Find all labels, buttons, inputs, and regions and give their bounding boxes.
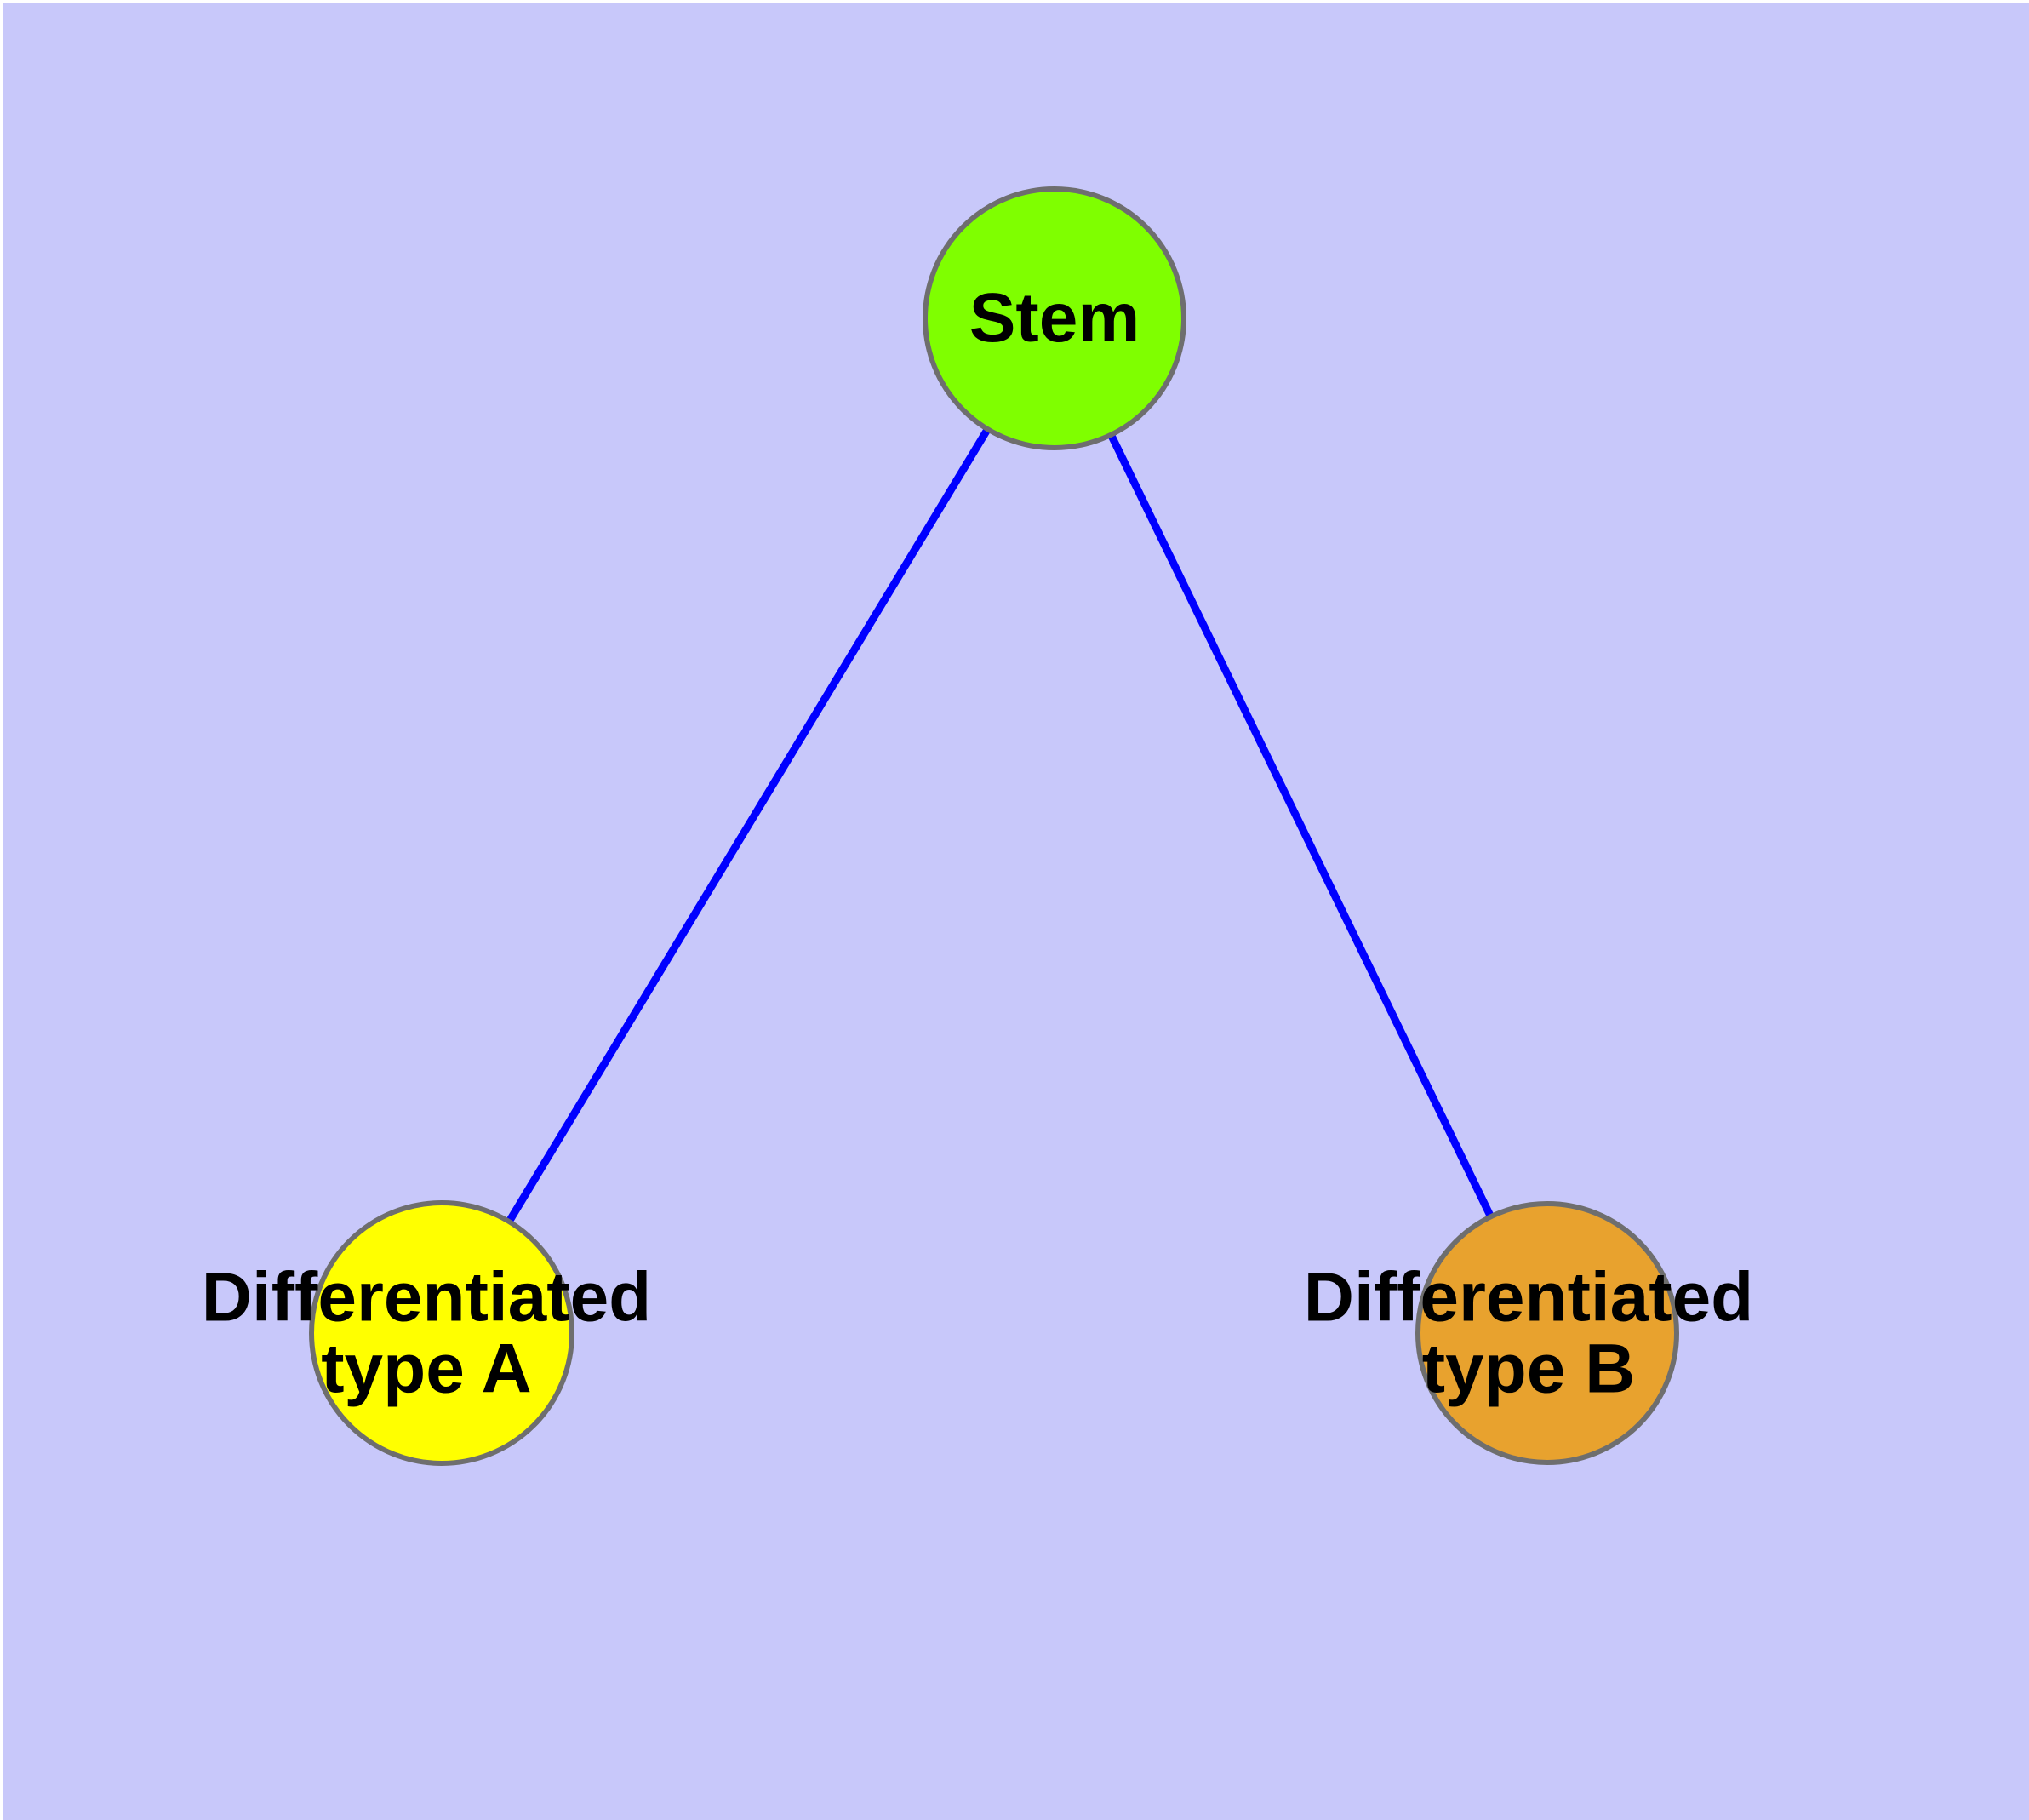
canvas-left-edge-highlight <box>0 0 3 1820</box>
graph-node-diff-type-a[interactable] <box>309 1200 574 1466</box>
graph-node-stem[interactable] <box>923 186 1186 450</box>
graph-edge[interactable] <box>438 316 1058 1336</box>
graph-edge[interactable] <box>1050 317 1552 1335</box>
edges-layer <box>438 316 1552 1336</box>
nodes-layer <box>309 186 1679 1466</box>
graph-node-diff-type-b[interactable] <box>1415 1201 1679 1465</box>
canvas-top-edge-highlight <box>0 0 2029 3</box>
